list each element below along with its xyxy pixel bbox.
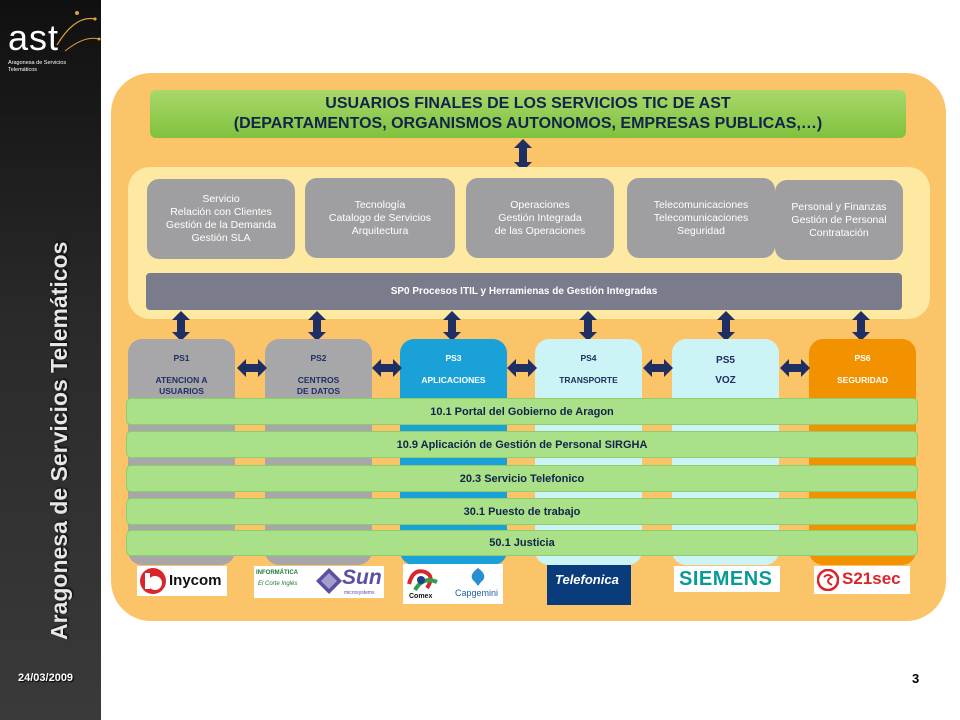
double-arrow-vertical-icon xyxy=(579,311,597,341)
page-number: 3 xyxy=(912,671,920,686)
date-label: 24/03/2009 xyxy=(18,672,74,684)
inycom-logo-text: Inycom xyxy=(169,572,222,589)
column-code: PS4 xyxy=(580,353,597,363)
service-bar: 20.3 Servicio Telefonico xyxy=(126,465,918,492)
service-bar: 10.9 Aplicación de Gestión de Personal S… xyxy=(126,431,918,458)
comex-swirl-icon xyxy=(407,569,438,592)
area-line: Relación con Clientes xyxy=(170,206,272,218)
area-line: Seguridad xyxy=(677,224,725,237)
column-name: ATENCION A USUARIOS xyxy=(155,375,208,396)
double-arrow-horizontal-icon xyxy=(237,359,267,377)
service-bar: 50.1 Justicia xyxy=(126,530,918,556)
end-users-line-2: (DEPARTAMENTOS, ORGANISMOS AUTONOMOS, EM… xyxy=(233,115,823,132)
informatica-eci-sun-logo: INFORMÁTICA El Corte Inglés Sun microsys… xyxy=(254,566,384,598)
sp0-itil-bar: SP0 Procesos ITIL y Herramienas de Gesti… xyxy=(146,273,902,310)
area-title: Servicio xyxy=(202,193,240,205)
area-title: Telecomunicaciones xyxy=(653,198,749,211)
column-code: PS2 xyxy=(310,353,327,363)
column-name: SEGURIDAD xyxy=(836,375,888,385)
double-arrow-vertical-icon xyxy=(308,311,326,341)
service-bar: 30.1 Puesto de trabajo xyxy=(126,498,918,525)
siemens-logo: SIEMENS xyxy=(674,566,780,592)
logo-orbit-icon xyxy=(56,11,101,52)
area-box-operaciones: Operaciones Gestión Integrada de las Ope… xyxy=(466,178,614,258)
sun-diamond-icon xyxy=(316,568,342,594)
column-code: PS5 xyxy=(716,355,735,366)
informatica-logo-text: INFORMÁTICA xyxy=(256,570,298,576)
s21sec-badge-icon xyxy=(817,569,839,591)
telefonica-logo: Telefonica xyxy=(547,565,631,605)
area-title: Personal y Finanzas xyxy=(791,200,887,213)
double-arrow-vertical-icon xyxy=(717,311,735,341)
column-name: TRANSPORTE xyxy=(559,375,618,385)
area-line: Telecomunicaciones xyxy=(653,211,749,224)
double-arrow-horizontal-icon xyxy=(643,359,673,377)
area-line: Arquitectura xyxy=(351,224,409,237)
area-line: Gestión SLA xyxy=(191,232,251,244)
ast-logo: ast xyxy=(8,17,60,58)
double-arrow-horizontal-icon xyxy=(372,359,402,377)
column-code: PS1 xyxy=(173,353,190,363)
elcorteingles-logo-text: El Corte Inglés xyxy=(258,581,298,587)
s21sec-logo: S21sec xyxy=(814,566,910,594)
area-line: Gestión de la Demanda xyxy=(165,219,277,231)
area-box-personal-finanzas: Personal y Finanzas Gestión de Personal … xyxy=(775,180,903,260)
area-box-servicio: Servicio Relación con Clientes Gestión d… xyxy=(147,179,295,259)
comex-logo-text: Comex xyxy=(409,593,433,600)
column-code: PS6 xyxy=(854,353,871,363)
service-bar: 10.1 Portal del Gobierno de Aragon xyxy=(126,398,918,425)
area-box-tecnologia: Tecnología Catalogo de Servicios Arquite… xyxy=(305,178,455,258)
end-users-line-1: USUARIOS FINALES DE LOS SERVICIOS TIC DE… xyxy=(325,95,731,112)
sun-logo-text: Sun xyxy=(342,566,382,589)
column-code: PS3 xyxy=(445,353,462,363)
area-title: Operaciones xyxy=(510,198,570,211)
double-arrow-vertical-icon xyxy=(852,311,870,341)
double-arrow-vertical-icon xyxy=(443,311,461,341)
column-name: CENTROS DE DATOS xyxy=(296,375,341,396)
vertical-brand-title: Aragonesa de Servicios Telemáticos xyxy=(46,241,72,640)
double-arrow-horizontal-icon xyxy=(780,359,810,377)
double-arrow-vertical-icon xyxy=(172,311,190,341)
column-name: VOZ xyxy=(715,375,736,386)
area-box-telecomunicaciones: Telecomunicaciones Telecomunicaciones Se… xyxy=(627,178,775,258)
double-arrow-horizontal-icon xyxy=(507,359,537,377)
area-line: de las Operaciones xyxy=(494,224,586,237)
inycom-logo: Inycom xyxy=(137,566,227,596)
double-arrow-vertical-icon xyxy=(514,139,532,171)
comex-capgemini-logo: Comex Capgemini xyxy=(403,564,503,604)
inycom-mark-icon xyxy=(140,568,166,594)
sidebar: ast Aragonesa de Servicios Telemáticos A… xyxy=(0,0,101,720)
end-users-bar: USUARIOS FINALES DE LOS SERVICIOS TIC DE… xyxy=(150,90,906,138)
ast-logo-subtitle: Aragonesa de Servicios Telemáticos xyxy=(8,60,67,73)
area-title: Tecnología xyxy=(354,198,406,211)
capgemini-logo-text: Capgemini xyxy=(455,588,499,598)
capgemini-spade-icon xyxy=(471,568,485,586)
telefonica-logo-text: Telefonica xyxy=(555,572,619,587)
s21sec-logo-text: S21sec xyxy=(842,569,901,588)
siemens-logo-text: SIEMENS xyxy=(679,568,773,590)
area-line: Gestión Integrada xyxy=(498,211,582,224)
column-name: APLICACIONES xyxy=(421,375,486,385)
area-line: Gestión de Personal xyxy=(791,213,887,226)
area-line: Catalogo de Servicios xyxy=(328,211,432,224)
sun-logo-subtext: microsystems xyxy=(344,590,375,596)
area-line: Contratación xyxy=(809,226,869,239)
